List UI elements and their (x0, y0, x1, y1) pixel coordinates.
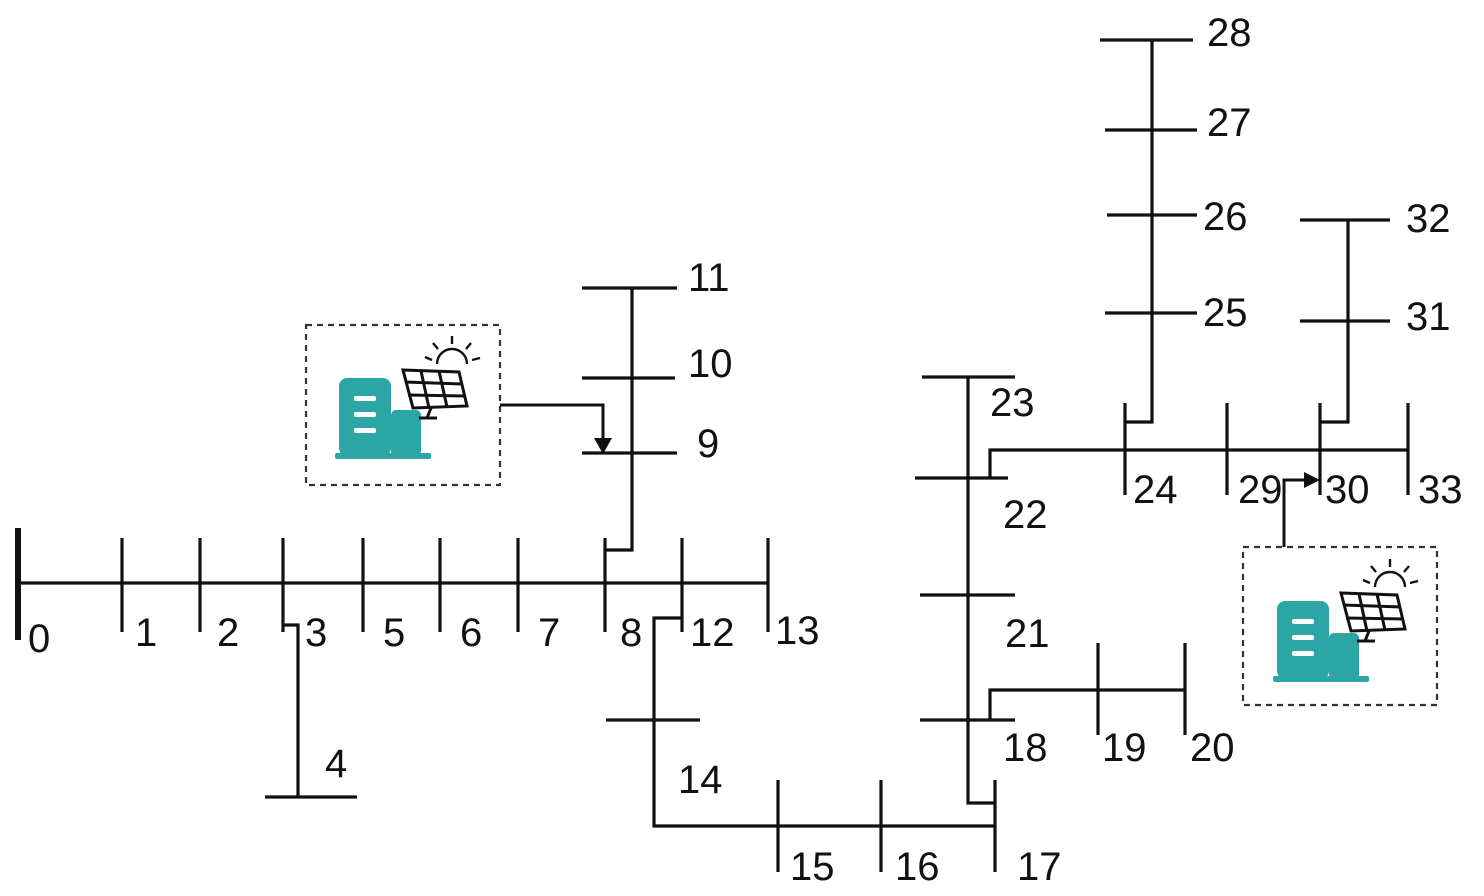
bus-label-13: 13 (775, 609, 820, 653)
lateral-24-28 (1125, 40, 1154, 424)
bus-label-30: 30 (1325, 468, 1370, 512)
bus-label-9: 9 (697, 422, 719, 466)
generator-1-arrowhead (594, 438, 612, 454)
bus-label-25: 25 (1203, 291, 1248, 335)
bus-label-20: 20 (1190, 726, 1235, 770)
bus-label-29: 29 (1238, 468, 1283, 512)
lateral-3-4 (283, 623, 300, 797)
bus-label-4: 4 (325, 742, 347, 786)
lateral-17-23 (966, 377, 995, 805)
bus-label-33: 33 (1418, 468, 1463, 512)
feeder-lines (18, 40, 1408, 828)
bus-label-22: 22 (1003, 493, 1048, 537)
bus-label-15: 15 (790, 845, 835, 889)
bus-label-1: 1 (135, 611, 157, 655)
bus-label-11: 11 (688, 256, 730, 300)
bus-label-28: 28 (1207, 11, 1252, 55)
bus-label-23: 23 (990, 381, 1035, 425)
bus-label-16: 16 (895, 845, 940, 889)
bus-label-17: 17 (1017, 845, 1062, 889)
generator-2 (1241, 472, 1439, 707)
bus-label-0: 0 (28, 617, 50, 661)
generator-1-box (304, 323, 502, 487)
bus-label-18: 18 (1003, 726, 1048, 770)
bus-label-7: 7 (538, 611, 560, 655)
generator-1 (304, 323, 612, 487)
bus-label-6: 6 (460, 611, 482, 655)
bus-label-12: 12 (690, 611, 735, 655)
bus-label-14: 14 (678, 758, 723, 802)
building-with-solar-panel-icon (1273, 559, 1419, 682)
bus-label-32: 32 (1406, 197, 1451, 241)
bus-label-5: 5 (383, 611, 405, 655)
bus-label-19: 19 (1102, 726, 1147, 770)
lateral-22-33 (988, 448, 1408, 478)
generator-2-connector (1282, 478, 1306, 547)
bus-bars (15, 38, 1410, 872)
lateral-30-32 (1320, 220, 1350, 424)
bus-label-24: 24 (1133, 468, 1178, 512)
bus-label-3: 3 (305, 611, 327, 655)
lateral-8-11 (605, 288, 634, 552)
lateral-12-17 (652, 616, 995, 828)
building-with-solar-panel-icon (335, 336, 481, 459)
bus-label-2: 2 (217, 611, 239, 655)
bus-label-26: 26 (1203, 195, 1248, 239)
lateral-18-20 (988, 688, 1185, 720)
generator-1-connector (500, 403, 605, 440)
bus-labels: 0 1 2 3 4 5 6 7 8 9 10 11 12 13 14 15 16… (28, 11, 1463, 889)
bus-label-8: 8 (620, 611, 642, 655)
bus-label-21: 21 (1005, 612, 1050, 656)
generator-2-arrowhead (1304, 472, 1320, 488)
bus-label-31: 31 (1406, 295, 1451, 339)
bus-label-10: 10 (688, 342, 733, 386)
bus-label-27: 27 (1207, 101, 1252, 145)
